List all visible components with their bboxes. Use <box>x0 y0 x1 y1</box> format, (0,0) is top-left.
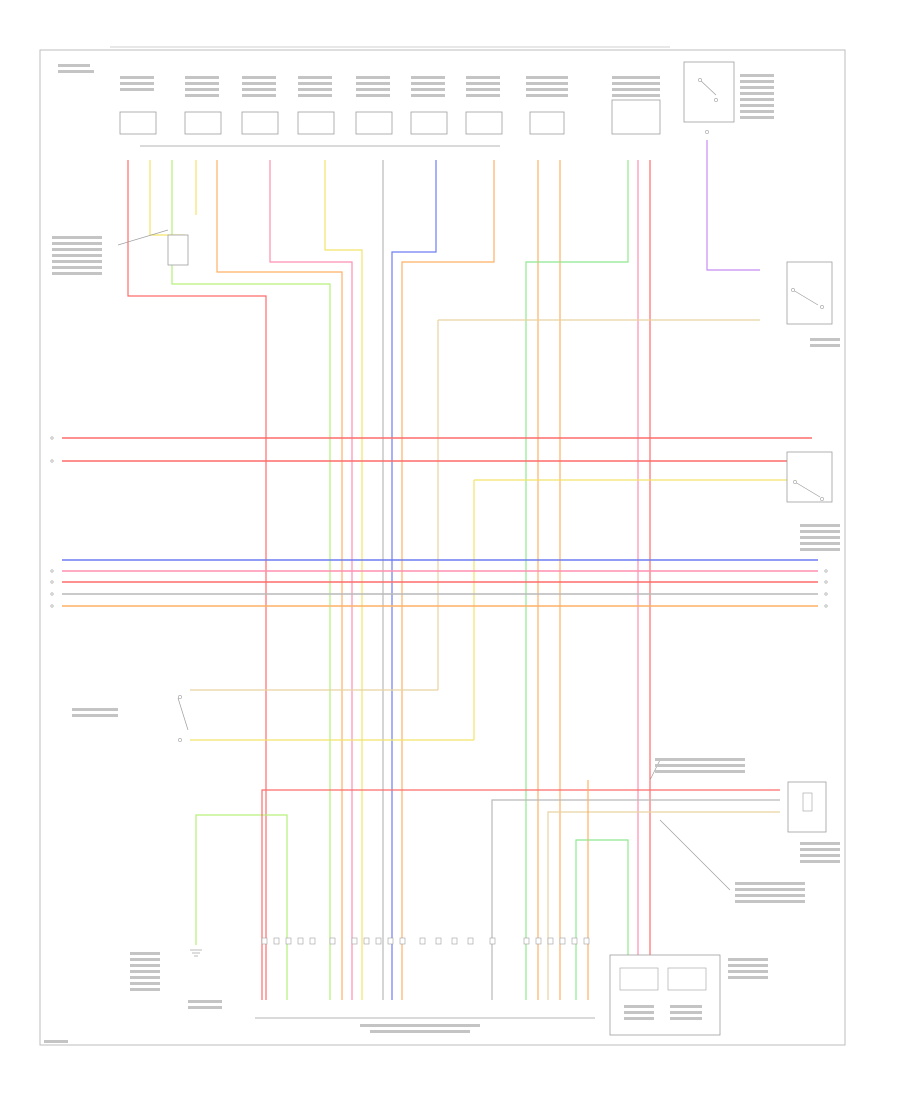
bus-marker-l4 <box>50 580 54 584</box>
bus-end-markers <box>50 436 828 608</box>
bus-marker-r1 <box>824 569 828 573</box>
relay-terminal-c <box>705 130 709 134</box>
wire-tan-lower <box>547 811 780 1000</box>
switch-left-lower-t2 <box>178 738 182 742</box>
wire-gray-lower <box>491 799 780 1000</box>
module-sub-box-1 <box>619 967 659 991</box>
wire-yellow-3 <box>324 160 363 1000</box>
bus-marker-l1 <box>50 436 54 440</box>
switch-right-upper-box <box>786 261 833 325</box>
component-box-7 <box>465 111 503 135</box>
switch-right-middle-blade <box>794 481 821 498</box>
lower-section <box>190 759 827 1036</box>
wire-pink-1 <box>269 160 353 1000</box>
pin <box>559 937 566 945</box>
wire-red-1 <box>127 160 267 1000</box>
component-box-9 <box>611 99 661 135</box>
switch-right-upper-t2 <box>820 305 824 309</box>
module-sub-box-2 <box>667 967 707 991</box>
component-box-8 <box>529 111 565 135</box>
pin <box>375 937 382 945</box>
bus-marker-l5 <box>50 592 54 596</box>
pin <box>261 937 268 945</box>
pin <box>435 937 442 945</box>
switch-left-lower <box>177 689 474 742</box>
wire-green-lower <box>195 814 288 1000</box>
component-box-4 <box>297 111 335 135</box>
switch-right-middle-box <box>786 451 833 503</box>
relay-terminal-b <box>714 98 718 102</box>
pin <box>329 937 336 945</box>
pin <box>451 937 458 945</box>
relay-contact <box>699 79 717 96</box>
leader-line-right-2 <box>659 819 731 891</box>
left-small-component <box>117 229 189 266</box>
pin <box>285 937 292 945</box>
wire-green-lower-2 <box>575 839 629 1000</box>
component-box-2 <box>184 111 222 135</box>
pin <box>583 937 590 945</box>
component-box-6 <box>410 111 448 135</box>
module-connector-row <box>261 937 590 945</box>
leader-line-left <box>117 229 169 246</box>
bus-marker-l3 <box>50 569 54 573</box>
pin <box>547 937 554 945</box>
wire-orange-1 <box>216 160 343 1000</box>
wire-yellow-1 <box>149 160 185 236</box>
wire-green-1 <box>171 160 331 1000</box>
pin <box>467 937 474 945</box>
pin <box>399 937 406 945</box>
pin <box>489 937 496 945</box>
switch-right-upper <box>786 261 833 325</box>
horizontal-buses <box>62 437 818 740</box>
left-small-box <box>167 234 189 266</box>
wire-red-lower <box>261 789 780 1000</box>
component-box-1 <box>119 111 157 135</box>
relay-top-right <box>683 61 735 134</box>
wire-blue-1 <box>391 160 437 1000</box>
pin <box>363 937 370 945</box>
pin <box>535 937 542 945</box>
pin <box>571 937 578 945</box>
switch-left-lower-blade <box>177 697 189 731</box>
wire-green-2 <box>525 160 629 1000</box>
bus-marker-r3 <box>824 592 828 596</box>
component-row-top <box>119 99 661 147</box>
module-box-bottom-right <box>609 954 721 1036</box>
switch-left-lower-t1 <box>178 695 182 699</box>
switch-right-upper-blade <box>792 289 819 306</box>
top-vertical-wires <box>127 140 760 1000</box>
bus-marker-l2 <box>50 459 54 463</box>
diagram-frame <box>39 49 846 1046</box>
bus-marker-r4 <box>824 604 828 608</box>
pin <box>523 937 530 945</box>
switch-right-middle-t1 <box>793 480 797 484</box>
bus-marker-l6 <box>50 604 54 608</box>
wire-violet-1 <box>706 140 760 271</box>
connector-right <box>787 781 827 833</box>
pin <box>351 937 358 945</box>
switch-right-middle-t2 <box>820 497 824 501</box>
component-box-5 <box>355 111 393 135</box>
pin <box>387 937 394 945</box>
relay-box <box>683 61 735 123</box>
pin <box>273 937 280 945</box>
label-placeholders <box>44 64 840 1043</box>
switch-right-upper-t1 <box>791 288 795 292</box>
pin <box>419 937 426 945</box>
pin <box>309 937 316 945</box>
switch-right-middle <box>786 451 833 503</box>
pin <box>297 937 304 945</box>
bus-marker-r2 <box>824 580 828 584</box>
component-box-3 <box>241 111 279 135</box>
relay-terminal-a <box>698 78 702 82</box>
connector-right-pin <box>802 792 813 812</box>
ground-icon <box>190 949 202 957</box>
wire-orange-2 <box>401 160 495 1000</box>
